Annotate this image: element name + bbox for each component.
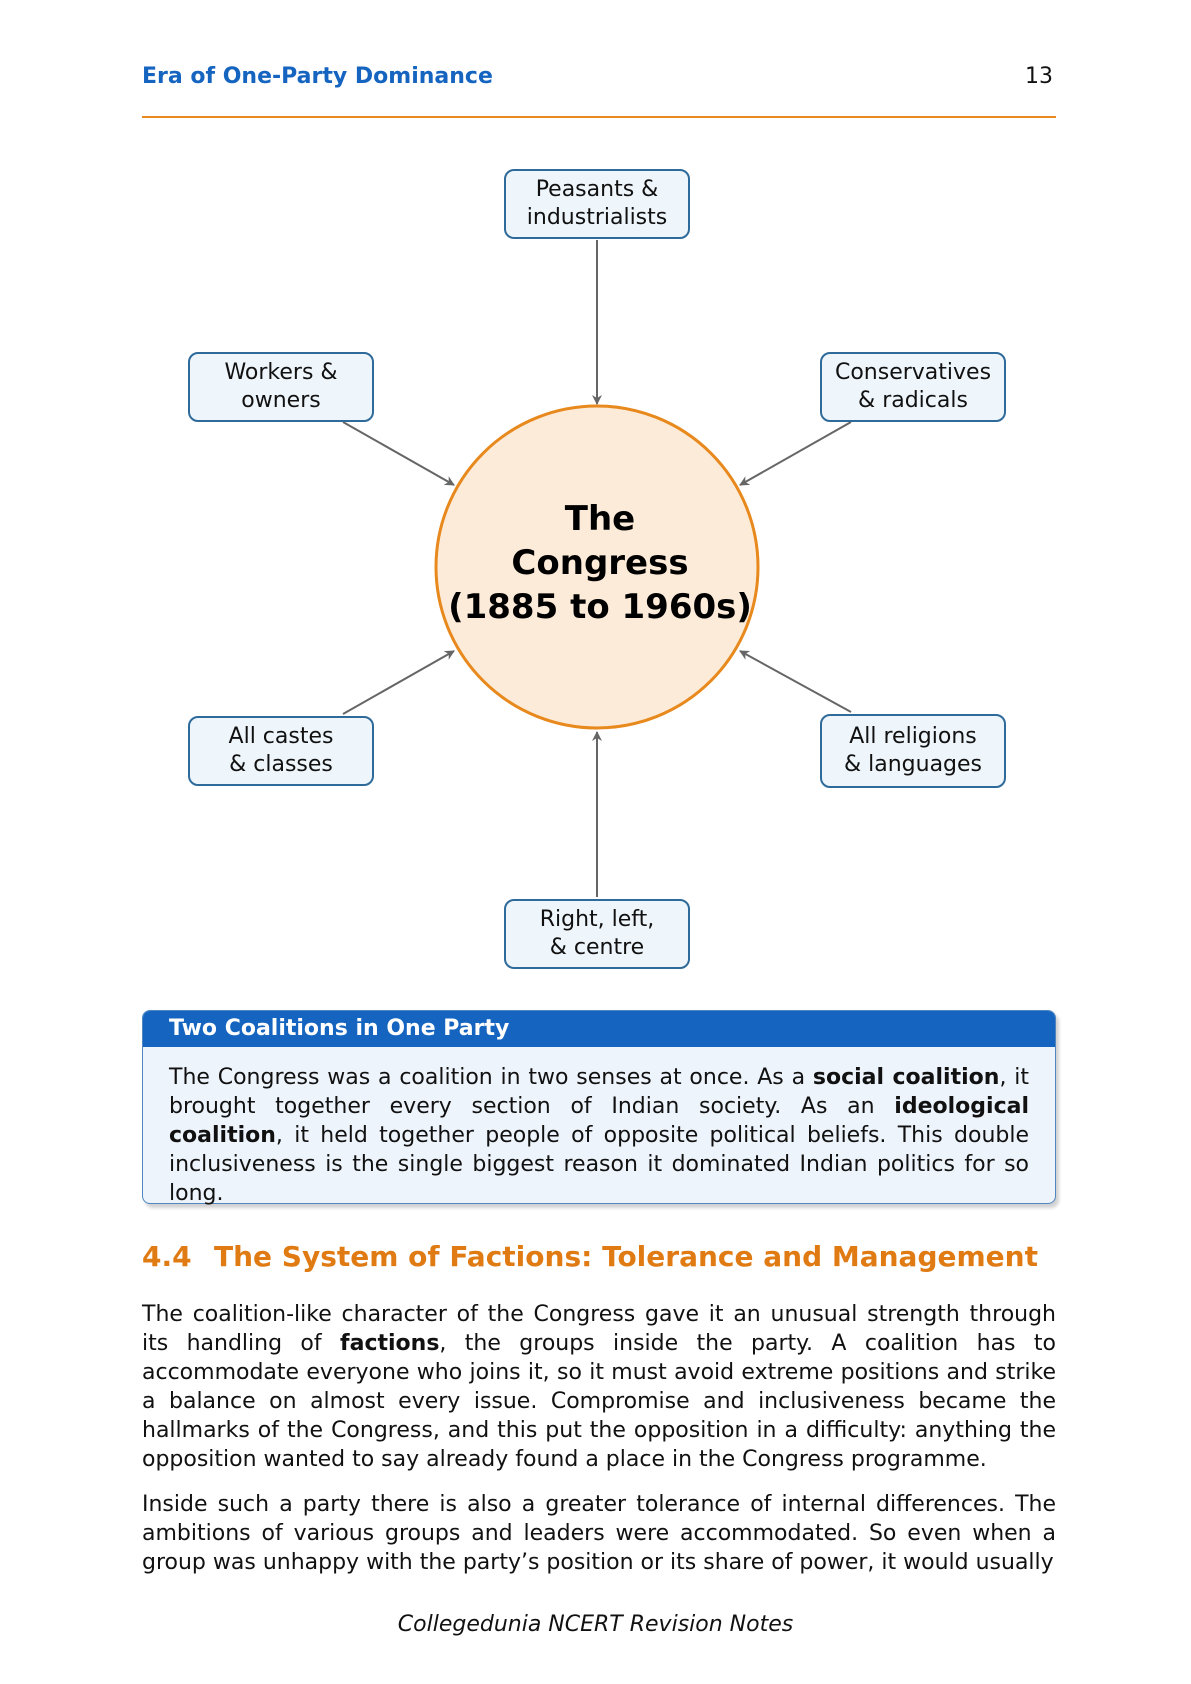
node-bottom-line-1: Right, left, xyxy=(539,907,655,932)
hub-line-3: (1885 to 1960s) xyxy=(448,587,752,627)
node-right-left-centre: Right, left, & centre xyxy=(504,899,690,969)
section-title: The System of Factions: Tolerance and Ma… xyxy=(214,1240,1038,1273)
diagram-graphics xyxy=(342,240,852,897)
node-top-line-1: Peasants & xyxy=(535,177,659,202)
body-paragraph-2: Inside such a party there is also a grea… xyxy=(142,1492,1056,1575)
callout-bold-social-coalition: social coalition xyxy=(812,1065,1000,1090)
section-heading: 4.4 The System of Factions: Tolerance and… xyxy=(142,1240,1038,1273)
callout-body: The Congress was a coalition in two sens… xyxy=(143,1047,1055,1208)
page-footer: Collegedunia NCERT Revision Notes xyxy=(397,1612,794,1637)
header-title: Era of One-Party Dominance xyxy=(142,64,493,89)
body-paragraph-1: The coalition-like character of the Cong… xyxy=(142,1300,1056,1474)
node-workers-owners: Workers & owners xyxy=(188,352,374,422)
node-bottom-line-2: & centre xyxy=(549,935,645,960)
arrow-upper-right xyxy=(739,421,852,486)
node-lower-right-line-1: All religions xyxy=(849,724,977,749)
hub-label: The Congress (1885 to 1960s) xyxy=(445,497,755,629)
paragraph-1-text-2: , the groups inside the party. A coaliti… xyxy=(142,1331,1056,1472)
paragraph-1-text-1: The coalition-like character of the Cong… xyxy=(142,1302,1056,1356)
arrow-upper-left xyxy=(342,421,455,486)
node-lower-right-line-2: & languages xyxy=(843,752,983,777)
header-rule xyxy=(142,116,1056,118)
node-upper-right-line-1: Conservatives xyxy=(834,360,992,385)
callout-title: Two Coalitions in One Party xyxy=(143,1011,1055,1047)
node-religions-languages: All religions & languages xyxy=(820,714,1006,788)
hub-line-1: The xyxy=(564,499,636,539)
node-castes-classes: All castes & classes xyxy=(188,716,374,786)
hub-circle xyxy=(434,404,760,730)
callout-bold-ideological-coalition: ideological coalition xyxy=(169,1094,1029,1148)
hub-line-2: Congress xyxy=(511,543,689,583)
callout-text-3: , it held together people of opposite po… xyxy=(169,1123,1029,1206)
callout-text-1: The Congress was a coalition in two sens… xyxy=(169,1065,813,1090)
node-upper-left-line-1: Workers & xyxy=(224,360,338,385)
node-lower-left-line-1: All castes xyxy=(228,724,334,749)
node-conservatives-radicals: Conservatives & radicals xyxy=(820,352,1006,422)
node-lower-left-line-2: & classes xyxy=(229,752,333,777)
arrow-lower-left xyxy=(342,650,455,715)
page-number: 13 xyxy=(1025,64,1053,89)
node-peasants-industrialists: Peasants & industrialists xyxy=(504,169,690,239)
node-upper-right-line-2: & radicals xyxy=(858,388,968,413)
arrow-lower-right xyxy=(739,650,852,713)
section-number: 4.4 xyxy=(142,1240,192,1273)
node-upper-left-line-2: owners xyxy=(241,388,321,413)
callout-box: Two Coalitions in One Party The Congress… xyxy=(142,1010,1056,1206)
node-top-line-2: industrialists xyxy=(526,205,668,230)
paragraph-1-bold-factions: factions xyxy=(340,1331,440,1356)
callout-text-2: , it brought together every section of I… xyxy=(169,1065,1029,1119)
